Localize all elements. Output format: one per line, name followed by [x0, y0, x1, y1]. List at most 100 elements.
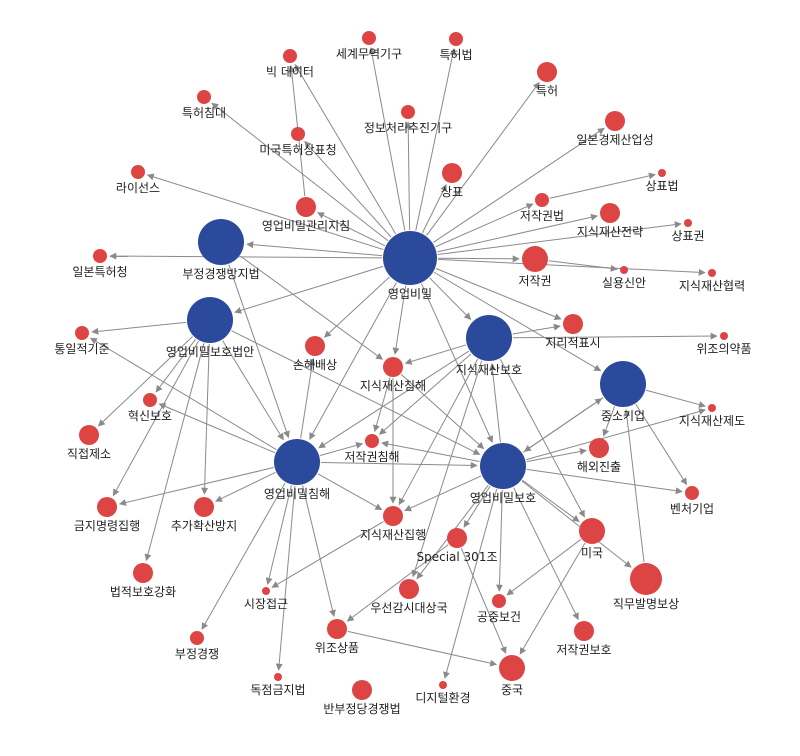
edge-hub_yb-to-n_jjg — [437, 255, 520, 263]
edge-hub_jsb-to-n_mg — [499, 358, 585, 518]
node-n_jsch[interactable] — [383, 357, 403, 377]
node-label-n_shbs: 손해배상 — [293, 358, 337, 372]
node-label-n_gjbg: 공중보건 — [477, 610, 521, 624]
edge-hub_yb-to-n_jsjl — [437, 213, 599, 253]
node-n_tij[interactable] — [75, 326, 89, 340]
node-label-n_jg: 중국 — [501, 683, 523, 697]
node-n_ilbon_th[interactable] — [93, 249, 107, 263]
edge-hub_yb-to-n_jjgb — [435, 203, 534, 248]
node-n_gjmr[interactable] — [97, 497, 117, 517]
node-n_bjbhg[interactable] — [133, 563, 153, 583]
node-hub_bj[interactable] — [198, 219, 244, 265]
edge-hub_yb-to-hub_jsg — [433, 271, 602, 372]
edge-hub_ybb-to-hub_jsg — [522, 398, 603, 453]
node-label-n_jjgch: 저작권침해 — [344, 450, 399, 464]
node-n_jbcr[interactable] — [401, 105, 415, 119]
node-label-hub_ybbh_law: 영업비밀보호법안 — [166, 345, 254, 359]
node-n_jjgbh[interactable] — [574, 621, 594, 641]
node-n_mgts[interactable] — [291, 127, 305, 141]
node-n_jjgch[interactable] — [365, 434, 379, 448]
node-n_shbs[interactable] — [305, 336, 325, 356]
node-n_cgbs[interactable] — [194, 497, 214, 517]
node-n_thsd[interactable] — [197, 90, 211, 104]
edge-hub_ybbh_law-to-n_gjmr — [112, 340, 199, 497]
node-n_bbjd[interactable] — [352, 680, 372, 700]
edge-hub_ybb-to-hub_jsb — [489, 363, 501, 443]
edge-hub_jsb-to-n_jsjh — [398, 358, 479, 506]
node-n_mg[interactable] — [579, 518, 605, 544]
node-n_ybgl[interactable] — [296, 197, 316, 217]
node-n_bjg[interactable] — [190, 631, 204, 645]
edge-hub_ybb-to-n_jjgbh — [513, 487, 579, 620]
node-label-n_jsch: 지식재산침해 — [360, 379, 426, 393]
node-n_jshr[interactable] — [708, 269, 716, 277]
node-n_spb[interactable] — [658, 169, 666, 177]
node-label-n_jsjl: 지식재산전략 — [577, 225, 643, 239]
node-label-n_jjjs: 직접제소 — [67, 447, 111, 461]
node-n_venture[interactable] — [685, 486, 699, 500]
node-n_hsbh[interactable] — [143, 393, 157, 407]
node-n_djth[interactable] — [439, 681, 447, 689]
edge-hub_ybbh_law-to-n_cgbs — [201, 343, 210, 495]
node-n_usgs[interactable] — [399, 579, 419, 599]
node-hub_ybb[interactable] — [480, 443, 526, 489]
edge-hub_jsb-to-n_wjyp — [512, 332, 718, 340]
node-n_jsjh[interactable] — [383, 506, 403, 526]
edge-hub_ybch-to-n_tij — [89, 337, 277, 451]
edge-hub_yb-to-n_sp — [421, 184, 447, 234]
node-n_th[interactable] — [537, 62, 557, 82]
edge-hub_yb-to-n_ybgl — [317, 212, 386, 247]
edge-hub_yb-to-n_jshr — [437, 258, 706, 276]
node-label-n_sgm: 세계무역기구 — [336, 47, 402, 61]
node-label-n_ilbon_th: 일본특허청 — [72, 265, 127, 279]
node-n_jg[interactable] — [499, 655, 525, 681]
edge-hub_ybb-to-n_venture — [526, 468, 683, 495]
node-hub_jsb[interactable] — [466, 315, 512, 361]
node-n_jmbs[interactable] — [630, 563, 662, 595]
edge-hub_yb-to-n_jbcr — [404, 121, 412, 231]
node-n_thb[interactable] — [449, 32, 463, 46]
node-hub_ybch[interactable] — [274, 439, 320, 485]
node-label-n_mgts: 미국특허상표청 — [259, 143, 336, 157]
node-n_special[interactable] — [447, 528, 467, 548]
node-label-n_license: 라이선스 — [116, 181, 160, 195]
node-label-n_syso: 실용신안 — [602, 276, 646, 290]
node-label-n_jmbs: 직무발명보상 — [613, 597, 679, 611]
node-n_syso[interactable] — [620, 266, 628, 274]
edge-hub_ybch-to-n_hsbh — [158, 403, 276, 454]
node-label-n_sjjg: 시장접근 — [244, 597, 288, 611]
node-n_wjyp[interactable] — [720, 332, 728, 340]
node-n_jsjl[interactable] — [600, 203, 620, 223]
node-label-n_special: Special 301조 — [417, 550, 498, 564]
node-n_bigdata[interactable] — [283, 49, 297, 63]
node-n_jrpg[interactable] — [563, 314, 583, 334]
node-hub_ybbh_law[interactable] — [187, 297, 233, 343]
node-n_spg[interactable] — [684, 219, 692, 227]
node-n_gjbg[interactable] — [492, 594, 506, 608]
edge-n_jsch-to-n_jjgch — [373, 377, 391, 433]
node-n_sgm[interactable] — [362, 31, 376, 45]
edge-hub_jsg-to-n_venture — [635, 404, 688, 486]
edge-hub_jsb-to-n_jsch — [404, 344, 467, 365]
node-n_sjjg[interactable] — [262, 587, 270, 595]
node-n_jjjs[interactable] — [79, 425, 99, 445]
node-hub_jsg[interactable] — [600, 361, 646, 407]
node-n_license[interactable] — [131, 165, 145, 179]
node-n_jjg[interactable] — [522, 246, 548, 272]
edge-hub_yb-to-n_bigdata — [294, 63, 397, 235]
edge-hub_jsb-to-n_usgs — [411, 360, 483, 578]
node-label-n_djth: 디지털환경 — [415, 691, 470, 705]
edge-hub_ybbh_law-to-n_hsbh — [155, 338, 197, 393]
node-n_ilbon_econ[interactable] — [605, 111, 625, 131]
node-hub_yb[interactable] — [383, 231, 437, 285]
node-n_jsjd[interactable] — [708, 404, 716, 412]
edge-hub_ybb-to-n_jsjh — [404, 475, 482, 512]
node-n_wjsp[interactable] — [327, 619, 347, 639]
node-n_jjgb[interactable] — [535, 193, 549, 207]
node-n_djgj[interactable] — [274, 673, 282, 681]
node-n_hwjc[interactable] — [589, 438, 609, 458]
edge-hub_jsg-to-n_jsjd — [646, 389, 706, 408]
node-n_sp[interactable] — [442, 163, 462, 183]
node-label-hub_ybb: 영업비밀보호 — [470, 491, 536, 505]
